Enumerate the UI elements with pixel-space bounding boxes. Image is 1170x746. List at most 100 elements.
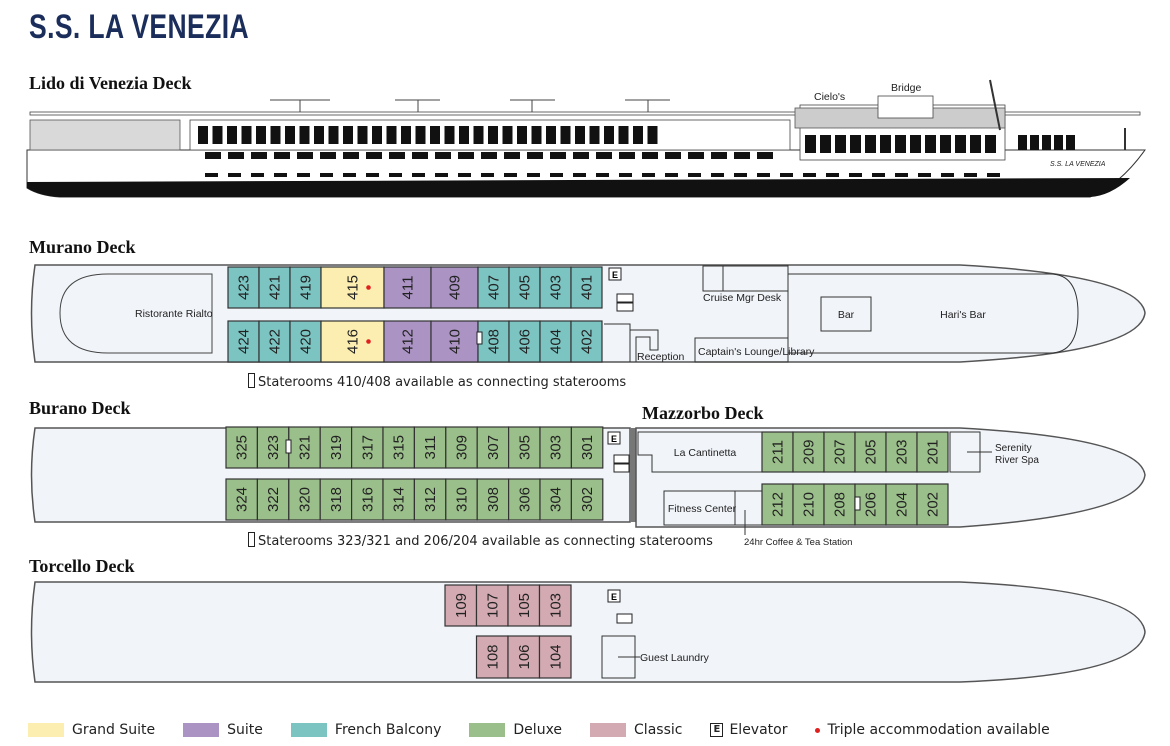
cabin-205[interactable]	[854, 431, 887, 473]
window	[389, 152, 405, 159]
cabin-302[interactable]	[570, 478, 604, 521]
cabin-number: 424	[236, 329, 253, 354]
cabin-319[interactable]	[319, 426, 353, 469]
cabin-308[interactable]	[476, 478, 510, 521]
cabin-number: 303	[548, 435, 565, 460]
window	[665, 152, 681, 159]
window	[458, 173, 471, 177]
window	[985, 135, 996, 153]
window	[780, 173, 793, 177]
venue-spa: River Spa	[995, 455, 1039, 466]
cabin-104[interactable]	[538, 635, 572, 679]
cabin-number: 201	[925, 439, 942, 464]
cabin-number: 321	[297, 435, 314, 460]
cabin-312[interactable]	[413, 478, 447, 521]
cabin-305[interactable]	[508, 426, 541, 469]
cabin-416[interactable]	[320, 320, 385, 363]
cabin-109[interactable]	[444, 584, 478, 627]
cabin-311[interactable]	[413, 426, 447, 469]
window	[343, 152, 359, 159]
cabin-number: 410	[447, 329, 464, 354]
cabin-207[interactable]	[823, 431, 856, 473]
cabin-404[interactable]	[539, 320, 572, 363]
cabin-209[interactable]	[792, 431, 825, 473]
window	[688, 173, 701, 177]
window	[297, 173, 310, 177]
window	[546, 126, 556, 144]
venue-la-cantinetta: La Cantinetta	[674, 447, 737, 459]
cabin-204[interactable]	[885, 483, 918, 526]
cabin-403[interactable]	[539, 266, 572, 309]
window	[642, 152, 658, 159]
window	[320, 173, 333, 177]
swatch	[183, 723, 220, 737]
cabin-316[interactable]	[351, 478, 384, 521]
cabin-303[interactable]	[539, 426, 572, 469]
cabin-410[interactable]	[430, 320, 479, 363]
bridge-label: Bridge	[891, 82, 922, 94]
cabin-420[interactable]	[289, 320, 322, 363]
cabin-number: 108	[484, 644, 501, 669]
window	[435, 173, 448, 177]
cabin-number: 306	[516, 487, 533, 512]
window	[458, 152, 474, 159]
cabin-105[interactable]	[507, 584, 541, 627]
cabin-number: 315	[391, 435, 408, 460]
cabin-306[interactable]	[508, 478, 541, 521]
cabin-402[interactable]	[570, 320, 603, 363]
cabin-409[interactable]	[430, 266, 479, 309]
window	[531, 126, 542, 144]
swatch	[469, 723, 506, 737]
window	[803, 173, 816, 177]
bar-box	[820, 296, 872, 332]
cabin-number: 421	[267, 275, 284, 300]
cabin-number: 311	[422, 436, 439, 460]
window	[619, 152, 635, 159]
cabin-201[interactable]	[916, 431, 949, 473]
window	[205, 152, 221, 159]
cabin-202[interactable]	[916, 483, 949, 526]
cabin-322[interactable]	[256, 478, 290, 521]
cabin-323[interactable]	[256, 426, 290, 469]
cabin-103[interactable]	[538, 584, 572, 627]
elevator-icon	[608, 267, 622, 281]
cabin-211[interactable]	[761, 431, 794, 473]
cabin-307[interactable]	[476, 426, 510, 469]
cabin-401[interactable]	[570, 266, 603, 309]
venue-spa-line1: Serenity	[995, 443, 1032, 454]
window	[573, 152, 589, 159]
cabin-number: 404	[548, 329, 565, 354]
cabin-325[interactable]	[225, 426, 258, 469]
cabin-106[interactable]	[507, 635, 541, 679]
cabin-310[interactable]	[445, 478, 478, 521]
cabin-208[interactable]	[823, 483, 856, 526]
window	[757, 173, 770, 177]
cabin-320[interactable]	[288, 478, 321, 521]
window	[274, 173, 287, 177]
cabin-314[interactable]	[382, 478, 415, 521]
cabin-210[interactable]	[792, 483, 825, 526]
deck-divider	[630, 428, 636, 522]
cabin-423[interactable]	[227, 266, 260, 309]
restaurant-area	[59, 273, 213, 354]
venue-fitness-center: Fitness Center	[668, 503, 737, 515]
cabin-number: 206	[863, 492, 880, 517]
cabin-415[interactable]	[320, 266, 385, 309]
cabin-315[interactable]	[382, 426, 415, 469]
cabin-309[interactable]	[445, 426, 478, 469]
cabin-301[interactable]	[570, 426, 604, 469]
window	[895, 173, 908, 177]
cabin-number: 207	[832, 439, 849, 464]
venue-ristorante-rialto: Ristorante Rialto	[135, 308, 213, 320]
cabin-324[interactable]	[225, 478, 258, 521]
window	[488, 126, 498, 144]
cabin-number: 317	[359, 435, 376, 460]
window	[504, 173, 517, 177]
torcello-deck-outline	[30, 581, 1146, 683]
cabin-number: 415	[345, 275, 362, 300]
window	[596, 173, 609, 177]
window	[366, 173, 379, 177]
cabin-107[interactable]	[475, 584, 509, 627]
